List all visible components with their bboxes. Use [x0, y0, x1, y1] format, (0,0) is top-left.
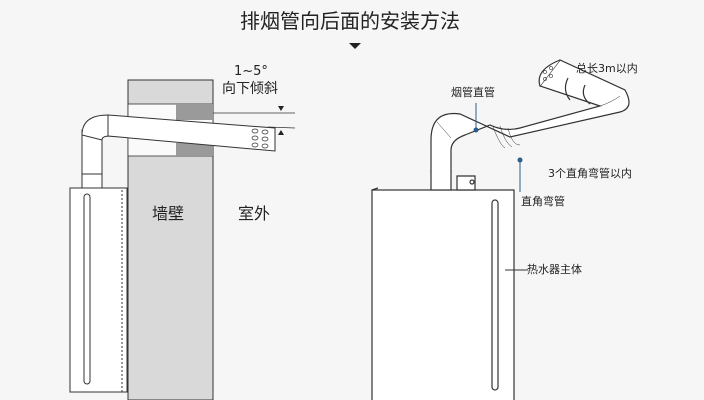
right-flue-pipe — [430, 59, 630, 172]
straight-pipe-label: 烟管直管 — [451, 86, 495, 99]
page-title: 排烟管向后面的安装方法 — [240, 9, 460, 33]
left-heater — [69, 171, 128, 393]
elbow-label: 直角弯管 — [521, 195, 565, 208]
pipe-marker-dot — [473, 127, 479, 133]
leader-lines — [475, 103, 528, 271]
right-heater — [371, 170, 515, 400]
outdoor-label: 室外 — [238, 204, 271, 223]
elbow-limit-label: 3个直角弯管以内 — [548, 167, 632, 180]
total-length-label: 总长3m以内 — [576, 62, 638, 75]
wall-label: 墙壁 — [152, 204, 185, 223]
slope-label: 向下倾斜 — [222, 81, 278, 97]
angle-label: 1~5° — [234, 64, 268, 79]
heater-body-label: 热水器主体 — [527, 263, 582, 276]
left-flue-pipe — [81, 106, 296, 175]
down-triangle-icon — [349, 43, 361, 49]
elbow-marker-dot — [517, 157, 523, 163]
